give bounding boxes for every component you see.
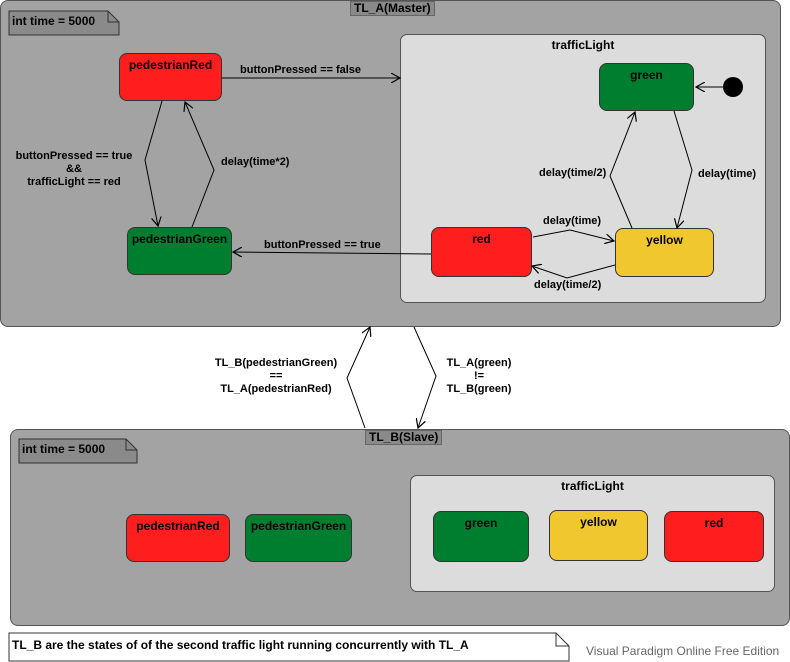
tl-a-state-green[interactable]: green <box>599 63 694 111</box>
tl-a-note: int time = 5000 <box>8 10 120 36</box>
tl-b-traffic-light-title: trafficLight <box>561 479 624 493</box>
label-yellow-to-red: delay(time/2) <box>534 279 602 291</box>
arrow-sync-down <box>413 326 437 428</box>
label-red-to-ped-green: buttonPressed == true <box>264 239 381 251</box>
tl-b-state-pedestrian-green[interactable]: pedestrianGreen <box>245 514 352 562</box>
footer-note-text: TL_B are the states of of the second tra… <box>12 638 469 652</box>
label-sync-down-line2: != <box>473 370 485 382</box>
label-sync-up-line2: == <box>269 370 283 382</box>
label-ped-red-to-green-line1: buttonPressed == true <box>15 150 133 162</box>
arrow-ped-green-to-ped-red <box>185 102 215 228</box>
watermark-bottom: Visual Paradigm Online Free Edition <box>586 644 780 658</box>
tl-a-title: TL_A(Master) <box>350 1 435 16</box>
tl-a-state-pedestrian-green[interactable]: pedestrianGreen <box>127 227 232 275</box>
label-sync-up-line3: TL_A(pedestrianRed) <box>220 383 332 395</box>
initial-state-dot <box>723 77 743 97</box>
label-red-to-yellow: delay(time) <box>543 215 602 227</box>
tl-b-note-text: int time = 5000 <box>22 442 106 456</box>
tl-a-traffic-light-title: trafficLight <box>551 38 615 52</box>
label-sync-up-line1: TL_B(pedestrianGreen) <box>214 357 338 369</box>
tl-b-state-yellow[interactable]: yellow <box>549 510 648 561</box>
label-ped-red-to-green-line3: trafficLight == red <box>27 176 121 188</box>
tl-a-state-yellow[interactable]: yellow <box>615 228 714 277</box>
arrow-yellow-to-red <box>532 265 616 279</box>
label-ped-green-to-red: delay(time*2) <box>221 156 290 168</box>
label-yellow-to-green: delay(time/2) <box>539 167 607 179</box>
tl-b-state-pedestrian-red[interactable]: pedestrianRed <box>126 514 230 562</box>
arrow-red-to-ped-green <box>233 252 432 254</box>
arrow-ped-red-to-ped-green <box>144 100 163 226</box>
tl-b-note: int time = 5000 <box>18 438 138 464</box>
label-sync-up: TL_B(pedestrianGreen) == TL_A(pedestrian… <box>206 357 346 396</box>
label-ped-red-to-traffic: buttonPressed == false <box>240 64 362 76</box>
tl-b-title: TL_B(Slave) <box>365 430 443 445</box>
arrow-green-to-yellow <box>673 110 693 228</box>
footer-note: TL_B are the states of of the second tra… <box>8 632 570 662</box>
label-sync-down: TL_A(green) != TL_B(green) <box>440 357 518 396</box>
label-ped-red-to-green: buttonPressed == true && trafficLight ==… <box>10 150 138 189</box>
arrow-sync-up <box>346 327 370 429</box>
tl-a-state-pedestrian-red[interactable]: pedestrianRed <box>119 53 222 101</box>
tl-b-state-green[interactable]: green <box>433 511 529 562</box>
label-sync-down-line3: TL_B(green) <box>446 383 512 395</box>
tl-a-state-red[interactable]: red <box>431 227 532 277</box>
arrow-red-to-yellow <box>532 229 614 241</box>
label-green-to-yellow: delay(time) <box>698 168 757 180</box>
label-sync-down-line1: TL_A(green) <box>446 357 512 369</box>
label-ped-red-to-green-line2: && <box>66 163 82 175</box>
tl-a-note-text: int time = 5000 <box>12 14 96 28</box>
arrow-yellow-to-green <box>609 112 635 229</box>
tl-b-state-red[interactable]: red <box>664 511 764 562</box>
